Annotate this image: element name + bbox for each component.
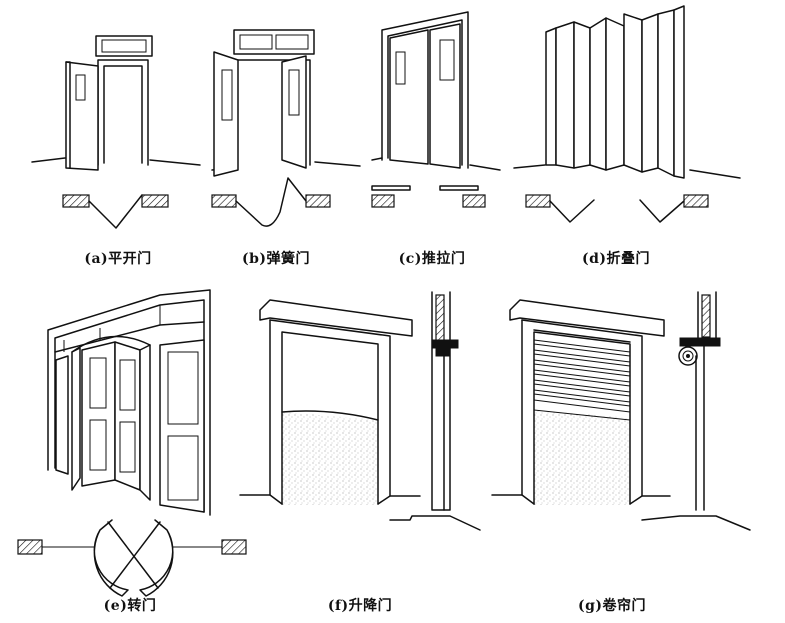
caption-revolving-door: (e)转门 — [103, 598, 157, 614]
lift-door-section — [389, 291, 481, 531]
spring-door-illustration — [211, 29, 361, 177]
folding-door-illustration — [513, 5, 741, 179]
rolling-door-section — [641, 291, 751, 531]
caption-folding-door: (d)折叠门 — [581, 251, 651, 267]
spring-door-plan — [211, 177, 331, 227]
caption-rolling-door: (g)卷帘门 — [577, 598, 647, 614]
sliding-door-plan — [371, 185, 486, 208]
casement-door-illustration — [31, 35, 201, 171]
rolling-door-illustration — [491, 299, 671, 505]
caption-sliding-door: (c)推拉门 — [398, 251, 466, 267]
folding-door-plan — [525, 194, 709, 223]
revolving-door-plan — [17, 519, 247, 597]
revolving-door-illustration — [47, 289, 211, 516]
caption-casement-door: (a)平开门 — [84, 251, 152, 267]
lift-door-illustration — [239, 299, 421, 505]
sliding-door-illustration — [371, 11, 501, 171]
caption-lift-door: (f)升降门 — [327, 598, 393, 614]
caption-spring-door: (b)弹簧门 — [241, 251, 311, 267]
casement-door-plan — [62, 194, 169, 229]
